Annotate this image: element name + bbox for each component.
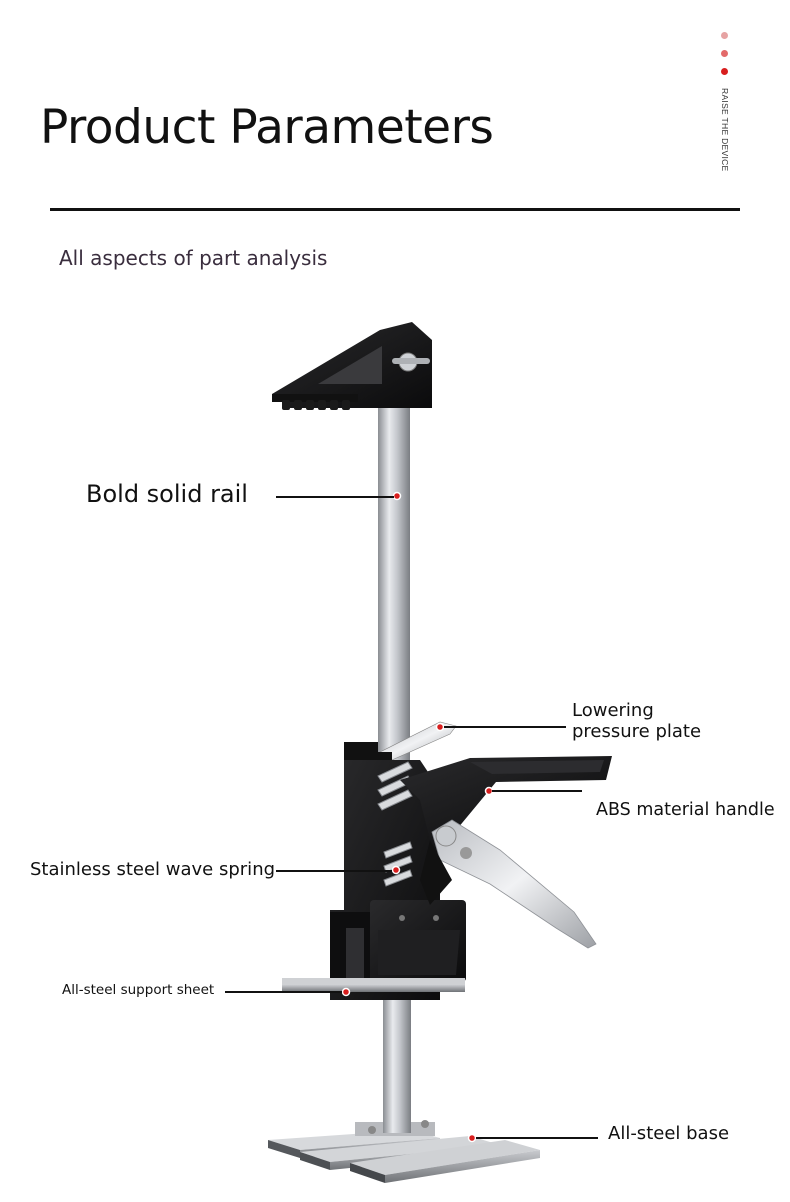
- leader-line-rail: [276, 496, 394, 498]
- upper-rail: [378, 400, 410, 780]
- callout-abs-material-handle: ABS material handle: [596, 800, 775, 820]
- leader-line-support-sheet: [225, 991, 342, 993]
- page-title: Product Parameters: [40, 100, 494, 155]
- marker-support-sheet: [341, 987, 351, 997]
- title-divider: [50, 208, 740, 211]
- leader-line-handle: [492, 790, 582, 792]
- indicator-dot: [721, 32, 728, 39]
- callout-all-steel-support-sheet: All-steel support sheet: [62, 982, 215, 998]
- marker-base: [467, 1133, 477, 1143]
- leader-line-lowering-plate: [444, 726, 566, 728]
- indicator-dot: [721, 50, 728, 57]
- marker-rail: [392, 491, 402, 501]
- callout-stainless-steel-wave-spring: Stainless steel wave spring: [30, 859, 276, 880]
- indicator-dot: [721, 68, 728, 75]
- leader-line-base: [476, 1137, 598, 1139]
- subtitle: All aspects of part analysis: [59, 246, 328, 270]
- steel-base: [268, 1120, 540, 1183]
- steel-lever: [420, 819, 597, 949]
- steel-support-sheet: [282, 978, 465, 992]
- top-clamp-head: [272, 322, 432, 410]
- callout-markers: [341, 491, 494, 1143]
- marker-lowering-plate: [435, 722, 445, 732]
- page-indicator-dots: [721, 32, 731, 86]
- callout-lowering-pressure-plate: Lowering pressure plate: [572, 700, 702, 742]
- callout-all-steel-base: All-steel base: [608, 1123, 730, 1144]
- callout-bold-solid-rail: Bold solid rail: [86, 480, 248, 508]
- callout-lowering-line1: Lowering: [572, 700, 654, 721]
- leader-line-spring: [276, 870, 392, 872]
- lower-rail: [383, 985, 411, 1133]
- abs-handle: [400, 756, 612, 840]
- callout-lowering-line2: pressure plate: [572, 720, 702, 742]
- marker-spring: [391, 865, 401, 875]
- wave-spring: [377, 761, 413, 887]
- side-label: RAISE THE DEVICE: [720, 88, 730, 172]
